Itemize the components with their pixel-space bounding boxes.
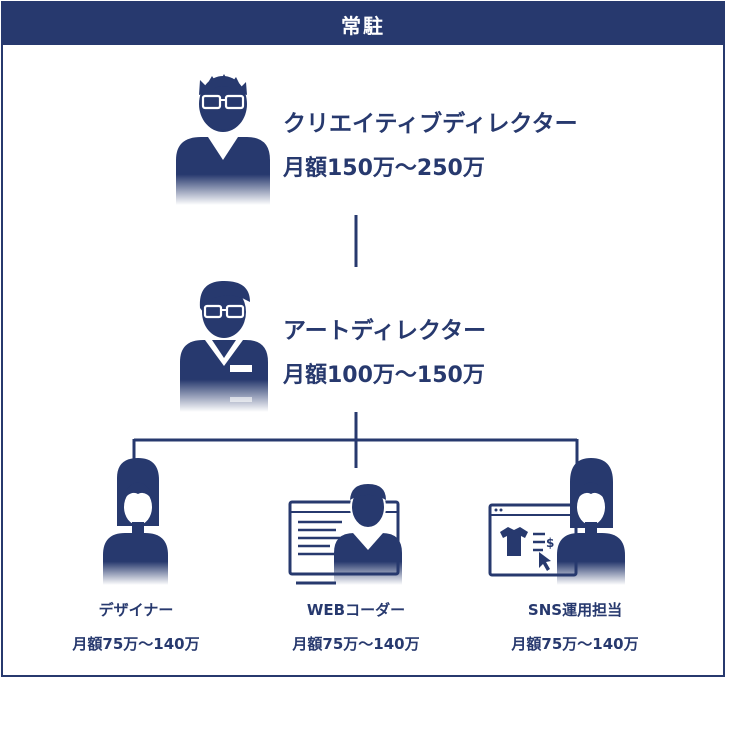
svg-text:$: $	[546, 536, 554, 550]
header-title: 常駐	[3, 3, 723, 45]
person-glasses-badge-icon	[180, 280, 268, 412]
person-glasses-icon	[176, 74, 270, 205]
art-director-pay: 月額100万～150万	[283, 363, 485, 388]
designer-title: デザイナー	[98, 601, 174, 619]
creative-director-title: クリエイティブディレクター	[283, 111, 578, 137]
art-director-title: アートディレクター	[283, 318, 487, 344]
shop-screen-person-icon: $	[488, 458, 625, 585]
sns-title: SNS運用担当	[527, 601, 623, 619]
sns-pay: 月額75万～140万	[511, 635, 639, 653]
diagram-frame: 常駐	[1, 1, 725, 677]
creative-director-pay: 月額150万～250万	[283, 156, 485, 181]
web-coder-title: WEBコーダー	[306, 601, 406, 619]
monitor-person-icon	[288, 484, 402, 585]
web-coder-pay: 月額75万～140万	[292, 635, 420, 653]
person-female-icon	[103, 458, 168, 585]
designer-pay: 月額75万～140万	[72, 635, 200, 653]
